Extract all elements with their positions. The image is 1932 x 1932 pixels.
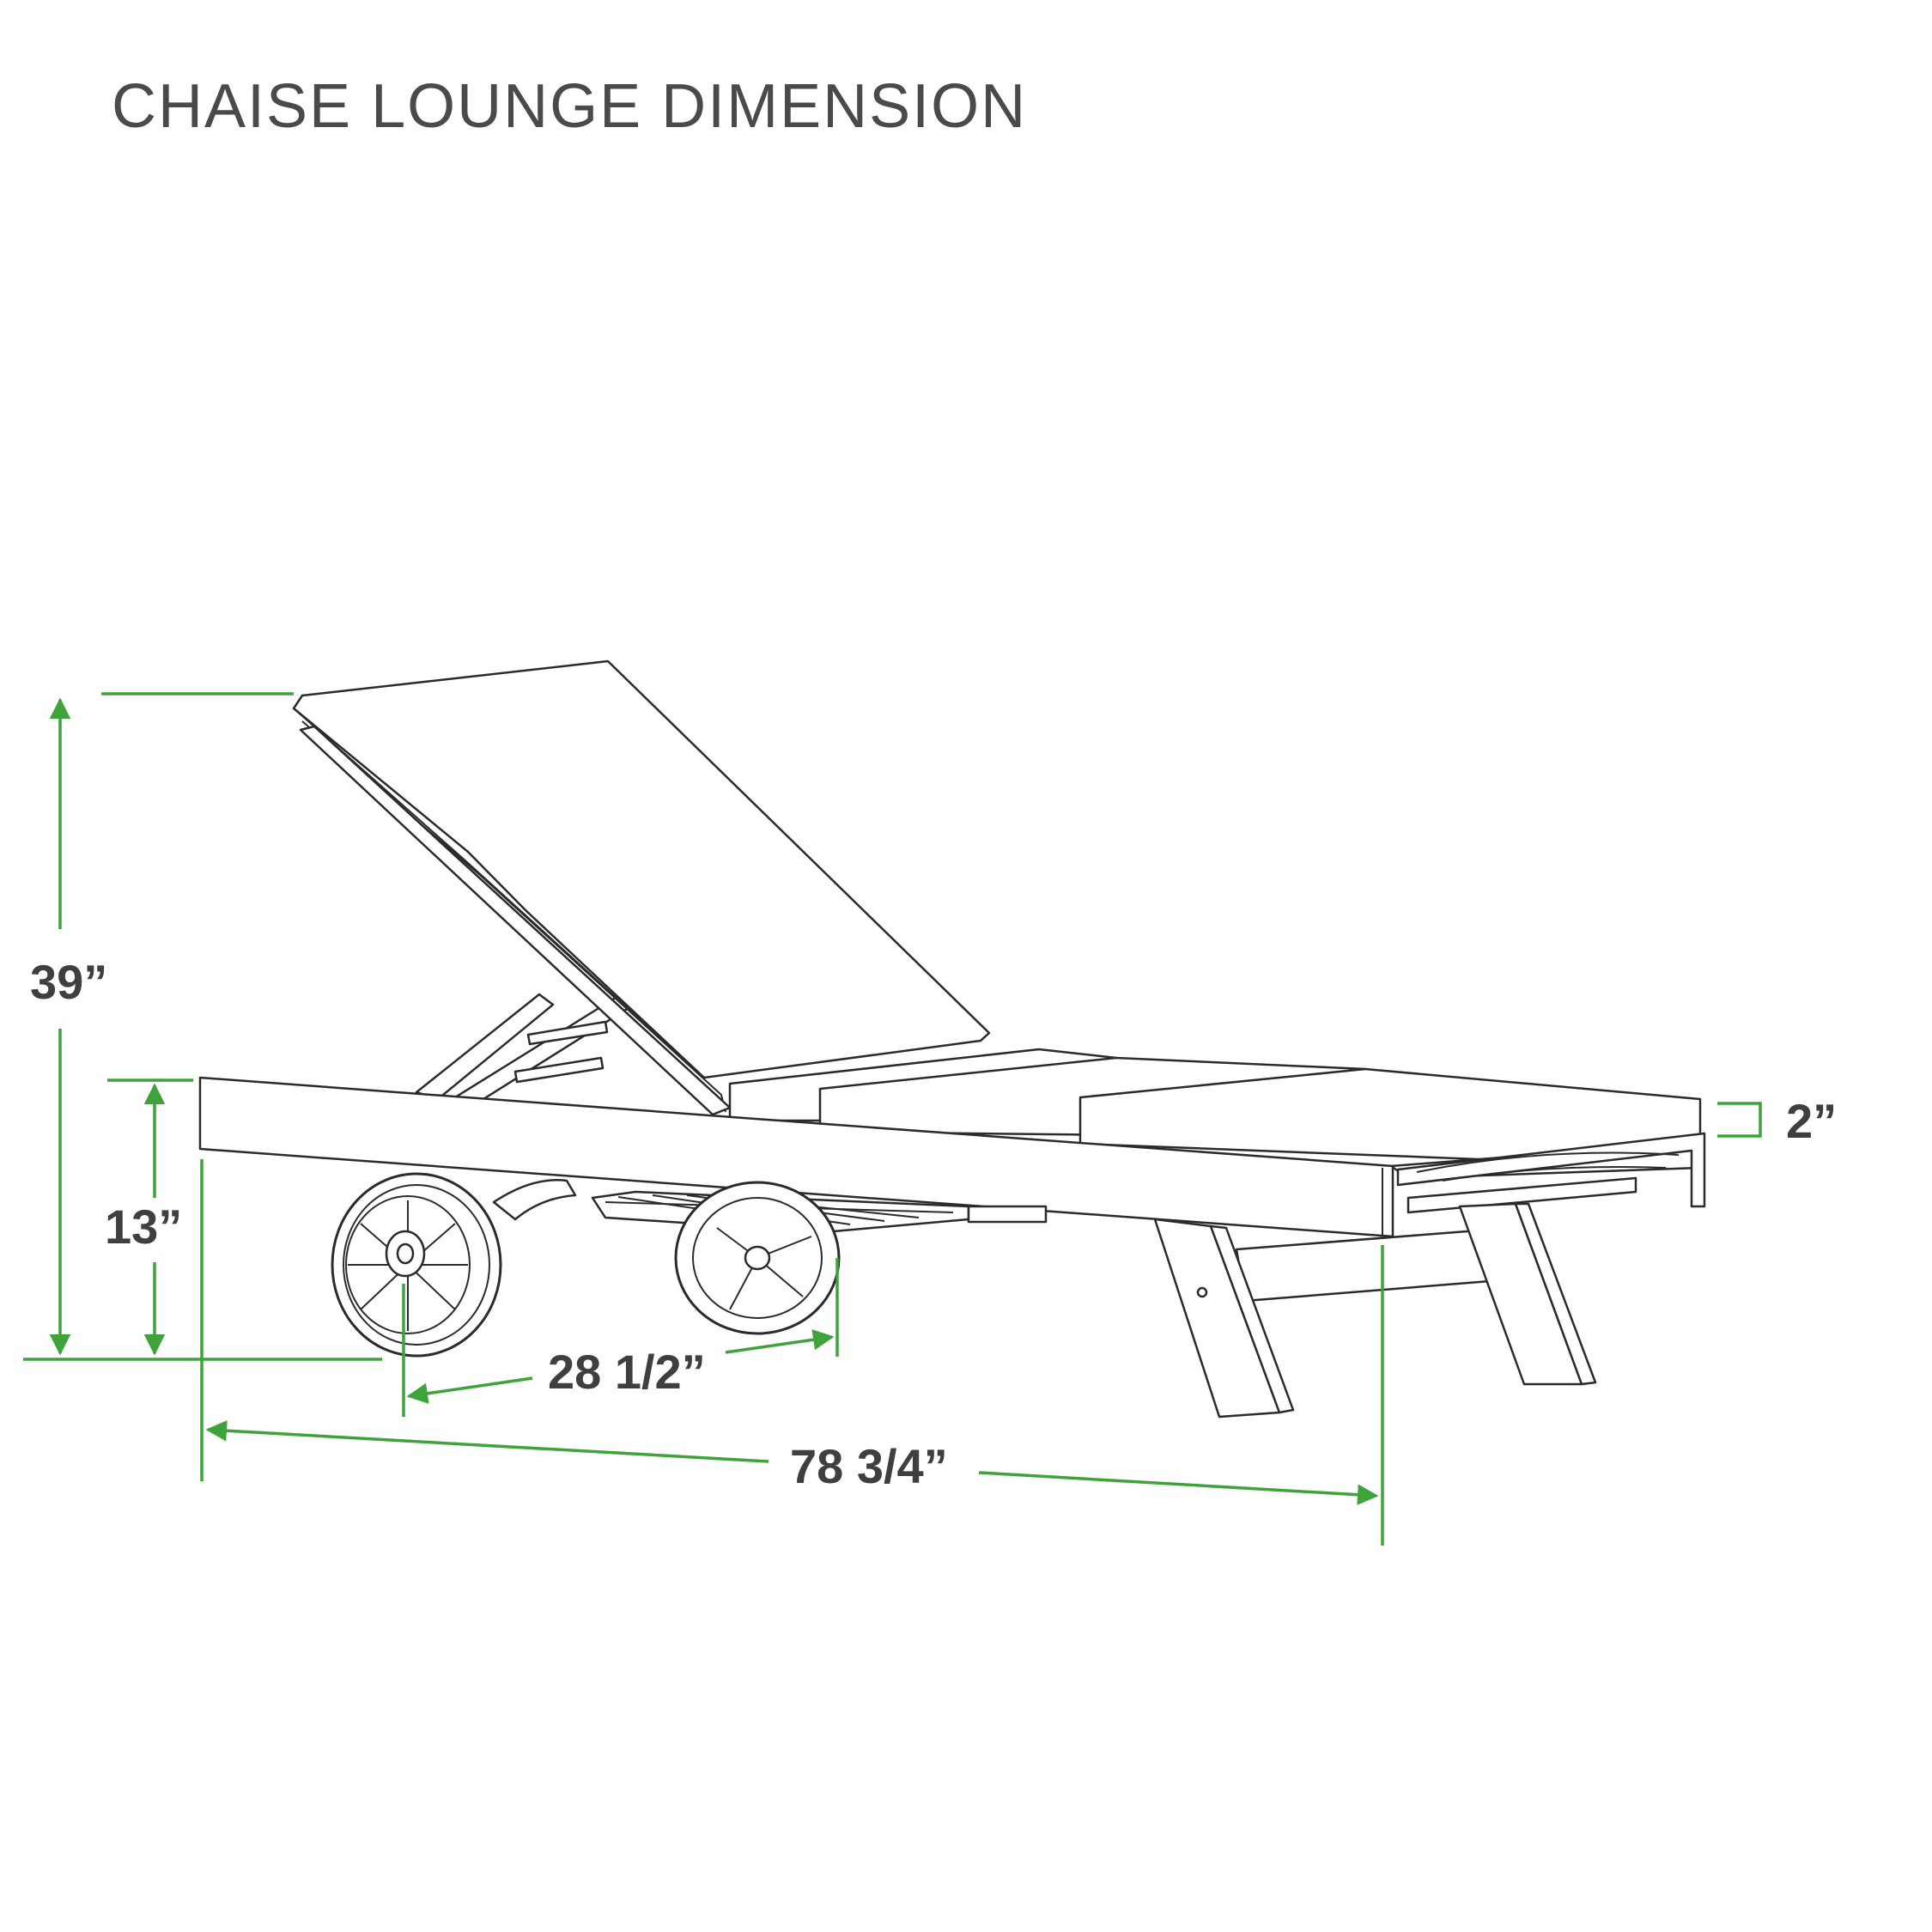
page-title: CHAISE LOUNGE DIMENSION (112, 72, 1027, 141)
dimension-overall-length: 78 3/4” (200, 1159, 1384, 1546)
lower-cross-rail (1235, 1226, 1513, 1303)
dimension-cushion-thickness: 2” (1717, 1094, 1837, 1148)
seat-height-label: 13” (105, 1200, 182, 1254)
backrest-support-struts (415, 993, 633, 1105)
front-legs (1153, 1202, 1597, 1419)
overall-height-label: 39” (30, 955, 107, 1009)
chaise-lounge-drawing (23, 659, 1706, 1419)
dimension-wheelbase: 28 1/2” (402, 1258, 839, 1417)
wheelbase-label: 28 1/2” (548, 1345, 706, 1399)
far-wheel (674, 1181, 841, 1335)
dimension-seat-height: 13” (105, 1078, 193, 1356)
overall-length-label: 78 3/4” (790, 1439, 948, 1493)
dimension-overall-height: 39” (30, 692, 294, 1356)
rear-frame (1396, 1132, 1706, 1214)
near-wheel (331, 1172, 502, 1358)
cushion-thickness-label: 2” (1786, 1094, 1837, 1148)
axle-bracket (492, 1179, 577, 1221)
